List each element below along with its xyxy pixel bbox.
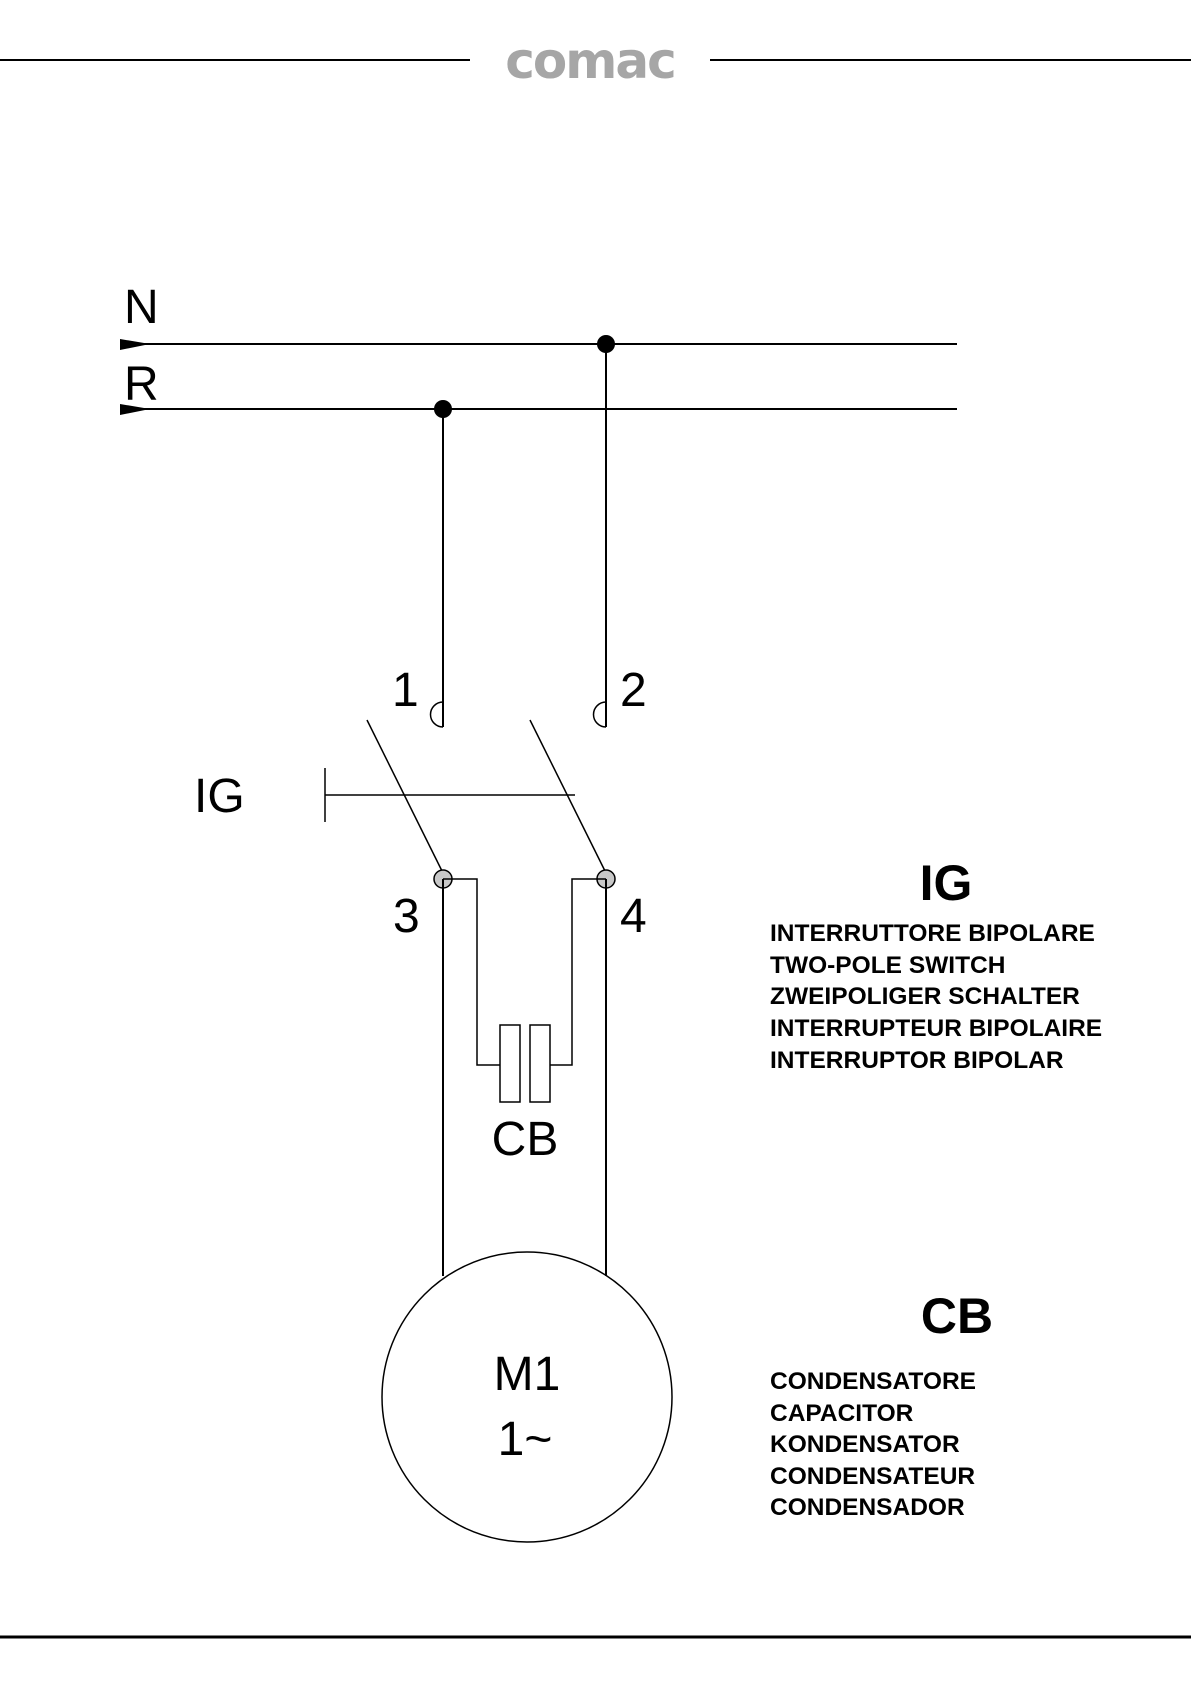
supply-lines: N R: [120, 281, 957, 418]
capacitor-wire-left: [443, 879, 500, 1065]
legend-cb-item: KONDENSATOR: [770, 1431, 960, 1458]
capacitor-wire-right: [550, 879, 606, 1065]
legend-cb-item: CONDENSATORE: [770, 1368, 976, 1395]
legend-ig: IG INTERRUTTORE BIPOLARE TWO-POLE SWITCH…: [770, 855, 1102, 1074]
legend-ig-item: TWO-POLE SWITCH: [770, 952, 1005, 979]
motor-type: 1~: [498, 1413, 553, 1466]
legend-ig-item: INTERRUTTORE BIPOLARE: [770, 920, 1095, 947]
legend-ig-item: INTERRUPTEUR BIPOLAIRE: [770, 1015, 1102, 1042]
legend-cb-item: CONDENSATEUR: [770, 1463, 975, 1490]
legend-ig-code: IG: [920, 855, 973, 911]
capacitor: CB: [443, 879, 606, 1166]
capacitor-plate-left: [500, 1025, 520, 1102]
phase-line-label: R: [124, 358, 159, 411]
brand-logo: comac: [505, 32, 674, 90]
terminal-1-label: 1: [392, 664, 419, 717]
neutral-line-label: N: [124, 281, 159, 334]
legend-ig-item: INTERRUPTOR BIPOLAR: [770, 1047, 1064, 1074]
capacitor-plate-right: [530, 1025, 550, 1102]
motor-name: M1: [494, 1348, 561, 1401]
legend-cb: CB CONDENSATORE CAPACITOR KONDENSATOR CO…: [770, 1288, 993, 1521]
page-header: comac: [0, 32, 1191, 90]
switch-blade-1: [367, 720, 443, 873]
switch-contact-2-icon: [594, 702, 607, 727]
legend-cb-item: CONDENSADOR: [770, 1494, 965, 1521]
legend-cb-item: CAPACITOR: [770, 1400, 914, 1427]
legend-ig-item: ZWEIPOLIGER SCHALTER: [770, 983, 1080, 1010]
switch-contact-1-icon: [430, 702, 443, 727]
switch-blade-2: [530, 720, 606, 873]
two-pole-switch: 1 2 IG 3 4: [194, 664, 647, 943]
legend-cb-code: CB: [921, 1288, 993, 1344]
terminal-2-label: 2: [620, 664, 647, 717]
terminal-3-label: 3: [393, 890, 420, 943]
terminal-4-label: 4: [620, 890, 647, 943]
switch-label: IG: [194, 770, 245, 823]
capacitor-label: CB: [492, 1113, 559, 1166]
motor: M1 1~: [382, 1252, 672, 1542]
